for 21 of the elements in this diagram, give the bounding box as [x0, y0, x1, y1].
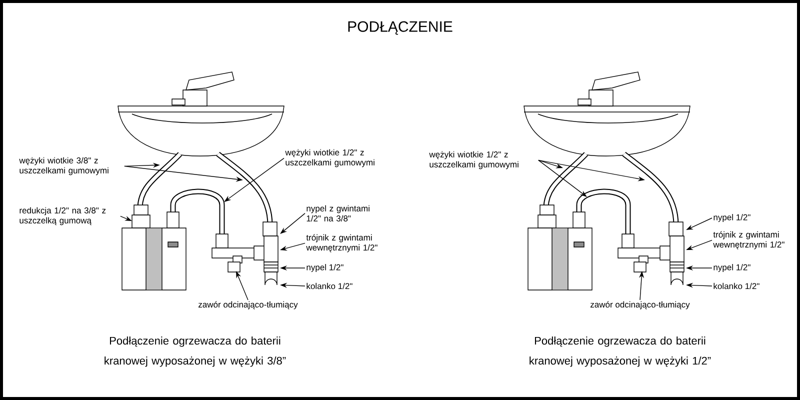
leader-line	[280, 212, 306, 234]
part-label: nypel 1/2"	[714, 214, 750, 222]
caption: Podłączenie ogrzewacza do baterii kranowej wyposażonej w wężyki 3/8”	[104, 336, 286, 367]
heater-installation-drawing	[524, 72, 690, 290]
part-label: trójnik z gwintami wewnętrznymi 1/2"	[713, 231, 784, 250]
title: PODŁĄCZENIE	[348, 21, 452, 35]
part-label: nypel 1/2"	[714, 264, 750, 272]
part-label: kolanko 1/2"	[306, 282, 352, 290]
part-label: nypel 1/2"	[306, 264, 344, 272]
part-label: redukcja 1/2" na 3/8" z uszczelką gumową	[20, 207, 106, 226]
part-label: wężyki wiotkie 1/2" z uszczelkami gumowymi	[429, 151, 518, 170]
part-label: wężyki wiotkie 1/2" z uszczelkami gumowymi	[285, 149, 374, 168]
part-label: zawór odcinająco-tłumiący	[590, 301, 690, 310]
part-label: nypel z gwintami 1/2" na 3/8"	[306, 205, 370, 222]
part-label: trójnik z gwintami wewnętrznymi 1/2"	[306, 234, 378, 252]
part-label: wężyki wiotkie 3/8" z uszczelkami gumowymi	[19, 157, 108, 176]
leader-line	[538, 160, 587, 197]
heater-installation-drawing	[118, 72, 284, 290]
part-label: kolanko 1/2"	[714, 282, 760, 290]
caption: Podłączenie ogrzewacza do baterii kranowej wyposażonej w wężyki 1/2”	[530, 336, 711, 367]
part-label: zawór odcinająco-tłumiący	[198, 301, 298, 310]
